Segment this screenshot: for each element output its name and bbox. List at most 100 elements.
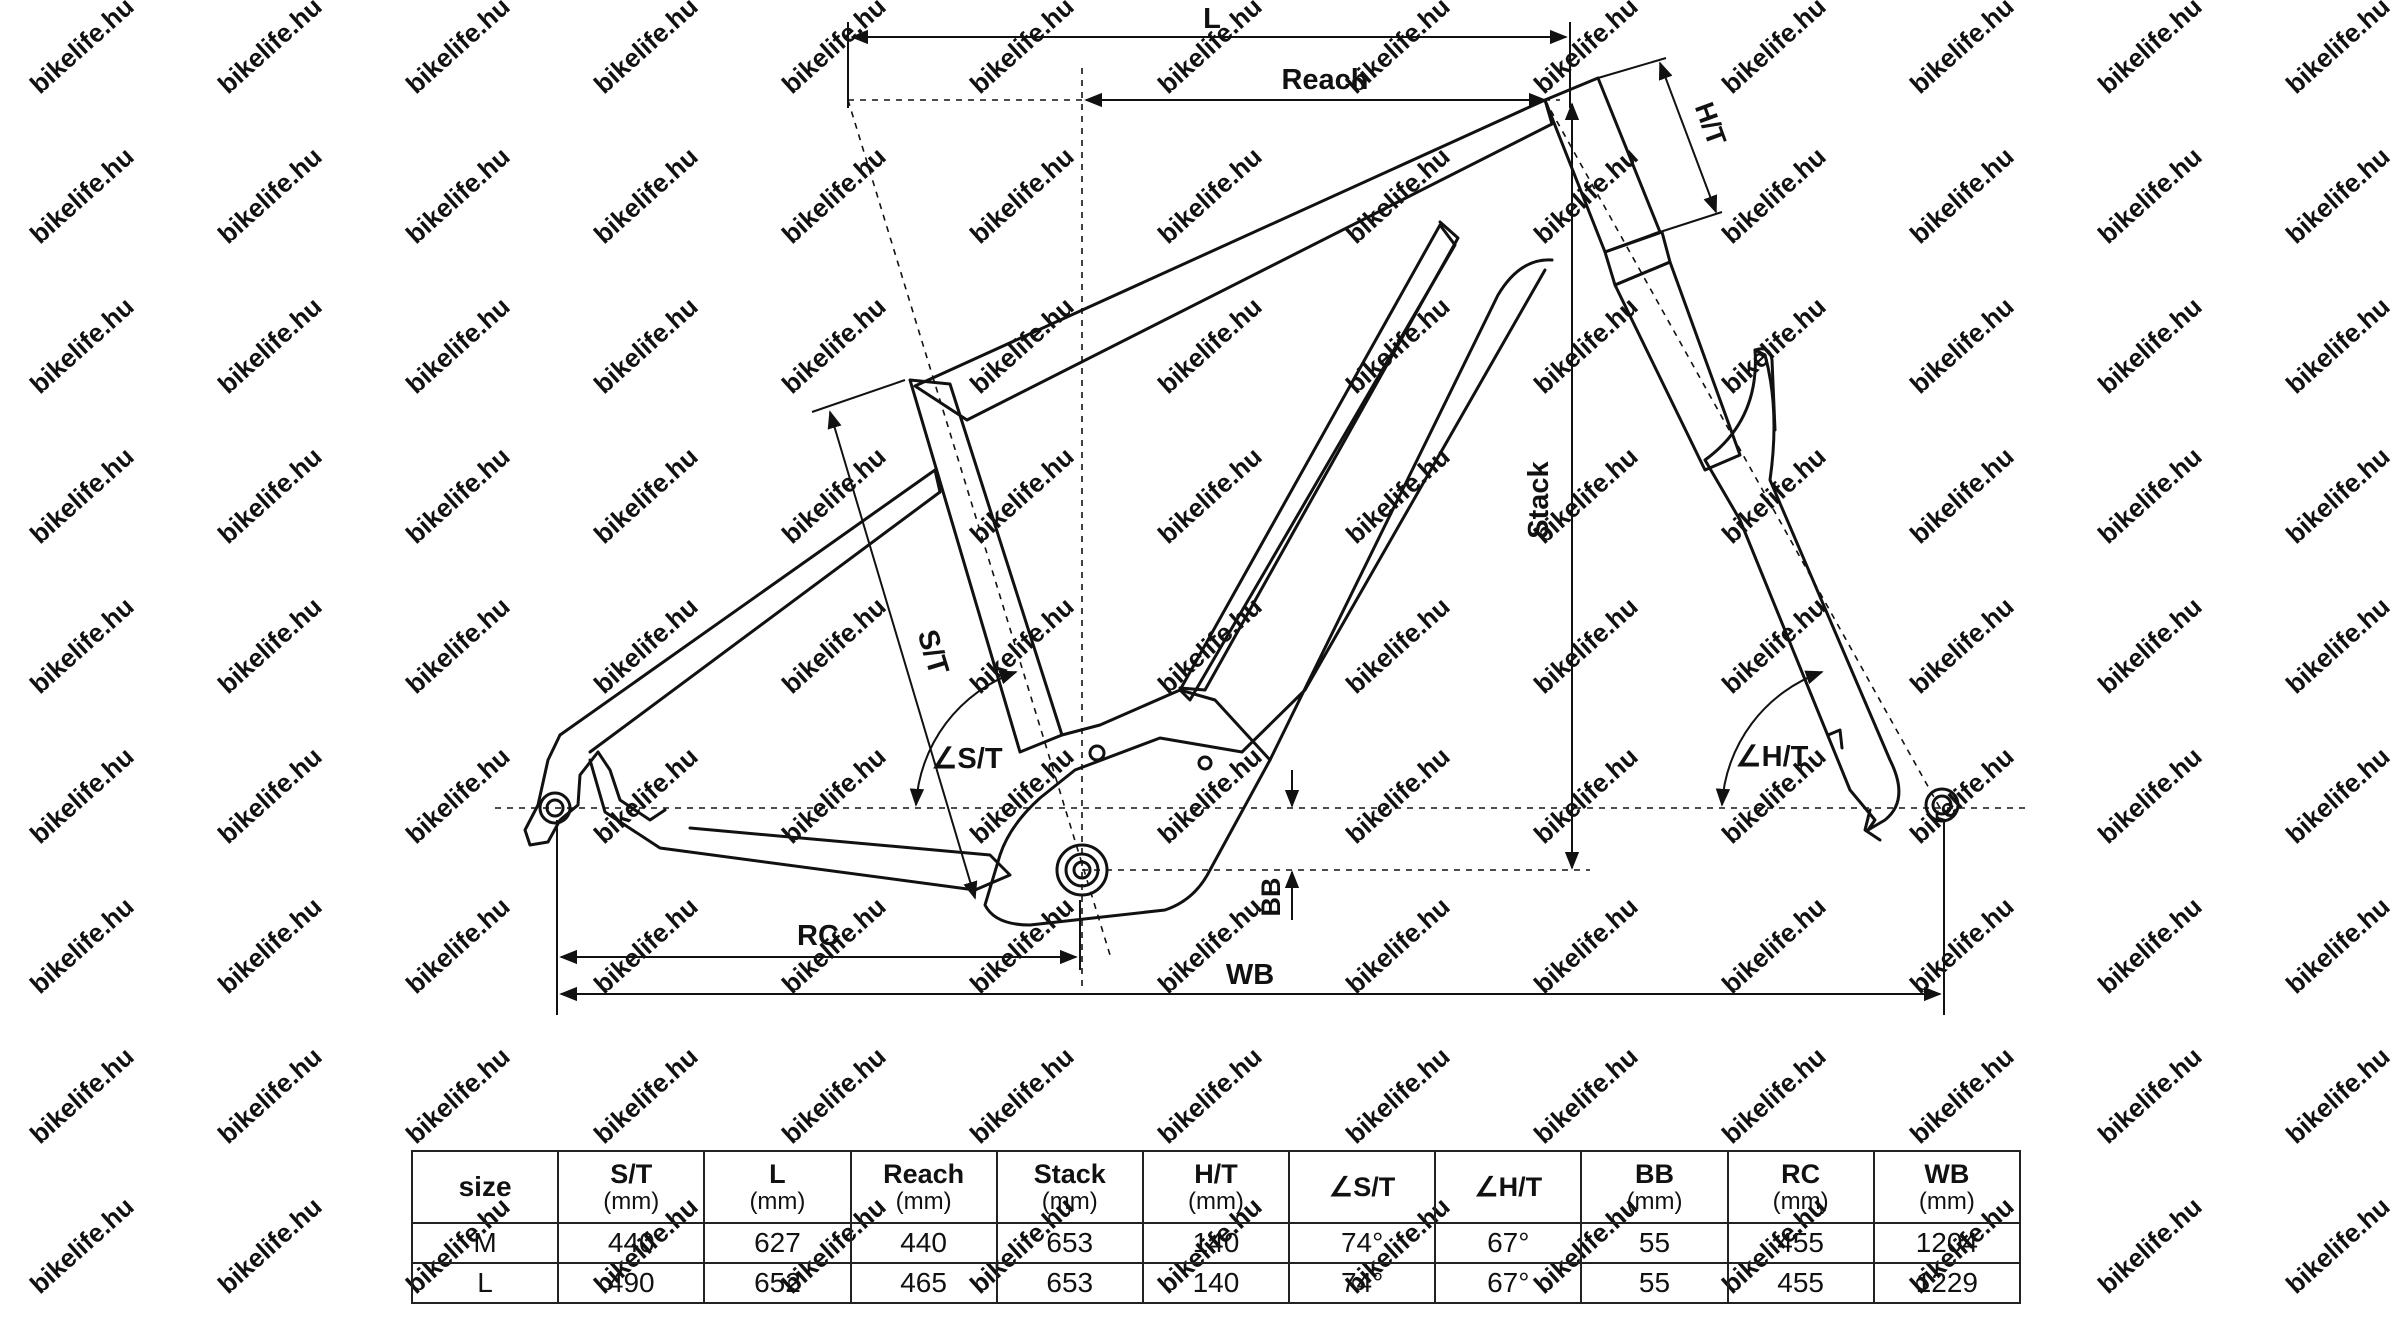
table-cell: 455 — [1726, 1262, 1875, 1304]
watermark-text: bikelife.hu — [1904, 741, 2020, 849]
watermark-text: bikelife.hu — [776, 1041, 892, 1149]
column-header: RC(mm) — [1726, 1150, 1875, 1224]
watermark-text: bikelife.hu — [24, 1191, 140, 1299]
watermark-text: bikelife.hu — [1904, 291, 2020, 399]
watermark-text: bikelife.hu — [24, 441, 140, 549]
watermark-text: bikelife.hu — [1340, 741, 1456, 849]
table-cell: 653 — [995, 1222, 1144, 1264]
watermark-text: bikelife.hu — [1340, 891, 1456, 999]
battery-cover — [1178, 223, 1457, 702]
watermark-text: bikelife.hu — [400, 1041, 516, 1149]
label-wb: WB — [1226, 959, 1274, 991]
watermark-text: bikelife.hu — [964, 441, 1080, 549]
watermark-text: bikelife.hu — [24, 1041, 140, 1149]
watermark-text: bikelife.hu — [2280, 891, 2396, 999]
column-header: Reach(mm) — [849, 1150, 998, 1224]
column-header-label: H/T — [1194, 1159, 1238, 1190]
watermark-text: bikelife.hu — [24, 141, 140, 249]
column-header-unit: (mm) — [749, 1187, 806, 1215]
watermark-text: bikelife.hu — [2280, 1191, 2396, 1299]
column-header-unit: (mm) — [1187, 1187, 1244, 1215]
watermark-text: bikelife.hu — [24, 0, 140, 99]
watermark-text: bikelife.hu — [588, 291, 704, 399]
watermark-text: bikelife.hu — [1716, 141, 1832, 249]
down-tube-inner — [1178, 220, 1460, 692]
watermark-text: bikelife.hu — [212, 1191, 328, 1299]
watermark-text: bikelife.hu — [964, 1041, 1080, 1149]
watermark-text: bikelife.hu — [776, 0, 892, 99]
watermark-text: bikelife.hu — [588, 741, 704, 849]
label-ht-angle: ∠H/T — [1736, 741, 1809, 773]
table-cell: 627 — [703, 1222, 852, 1264]
watermark-text: bikelife.hu — [776, 141, 892, 249]
column-header: Stack(mm) — [995, 1150, 1144, 1224]
watermark-text: bikelife.hu — [2280, 291, 2396, 399]
column-header-label: Stack — [1033, 1159, 1106, 1190]
watermark-text: bikelife.hu — [2092, 1041, 2208, 1149]
watermark-text: bikelife.hu — [400, 141, 516, 249]
column-header-unit: (mm) — [895, 1187, 952, 1215]
column-header: BB(mm) — [1580, 1150, 1729, 1224]
watermark-text: bikelife.hu — [1152, 1041, 1268, 1149]
watermark-text: bikelife.hu — [1528, 591, 1644, 699]
column-header: H/T(mm) — [1141, 1150, 1291, 1224]
watermark-text: bikelife.hu — [964, 291, 1080, 399]
label-rc: RC — [797, 920, 839, 952]
table-cell: 140 — [1141, 1262, 1291, 1304]
table-cell: 1204 — [1872, 1222, 2022, 1264]
watermark-text: bikelife.hu — [2092, 291, 2208, 399]
watermark-text: bikelife.hu — [964, 891, 1080, 999]
watermark-text: bikelife.hu — [212, 0, 328, 99]
watermark-text: bikelife.hu — [964, 0, 1080, 99]
watermark-text: bikelife.hu — [2092, 591, 2208, 699]
motor-housing — [1060, 688, 1272, 762]
watermark-text: bikelife.hu — [1716, 591, 1832, 699]
watermark-text: bikelife.hu — [212, 141, 328, 249]
watermark-text: bikelife.hu — [212, 441, 328, 549]
table-cell: 652 — [703, 1262, 852, 1304]
label-ht: H/T — [1689, 98, 1732, 150]
watermark-text: bikelife.hu — [1528, 1041, 1644, 1149]
table-cell: 465 — [849, 1262, 998, 1304]
column-header-label: WB — [1924, 1159, 1970, 1190]
table-cell: 67° — [1434, 1262, 1583, 1304]
label-stack: Stack — [1523, 460, 1555, 538]
watermark-text: bikelife.hu — [588, 891, 704, 999]
column-header-unit: (mm) — [1918, 1187, 1975, 1215]
label-st: S/T — [911, 626, 955, 679]
watermark-text: bikelife.hu — [1904, 591, 2020, 699]
table-cell: 55 — [1580, 1262, 1729, 1304]
watermark-text: bikelife.hu — [776, 441, 892, 549]
watermark-text: bikelife.hu — [588, 0, 704, 99]
watermark-text: bikelife.hu — [2280, 441, 2396, 549]
watermark-text: bikelife.hu — [212, 1041, 328, 1149]
table-cell: L — [410, 1262, 560, 1304]
table-cell: 74° — [1288, 1222, 1437, 1264]
column-header-unit: (mm) — [1772, 1187, 1829, 1215]
watermark-text: bikelife.hu — [24, 891, 140, 999]
watermark-text: bikelife.hu — [400, 0, 516, 99]
dimension-lines — [556, 22, 1945, 1015]
watermark-text: bikelife.hu — [588, 1041, 704, 1149]
watermark-text: bikelife.hu — [1152, 291, 1268, 399]
table-cell: 67° — [1434, 1222, 1583, 1264]
watermark-text: bikelife.hu — [400, 291, 516, 399]
fork-stanchion — [1613, 260, 1742, 472]
watermark-text: bikelife.hu — [2092, 1191, 2208, 1299]
watermark-text: bikelife.hu — [400, 441, 516, 549]
watermark-text: bikelife.hu — [2092, 741, 2208, 849]
column-header: ∠S/T — [1288, 1150, 1437, 1224]
watermark-text: bikelife.hu — [1716, 1041, 1832, 1149]
watermark-text: bikelife.hu — [776, 741, 892, 849]
watermark-text: bikelife.hu — [588, 441, 704, 549]
column-header: size — [410, 1150, 560, 1224]
watermark-text: bikelife.hu — [2092, 441, 2208, 549]
label-bb: BB — [1256, 878, 1286, 917]
watermark-text: bikelife.hu — [400, 591, 516, 699]
table-cell: 490 — [557, 1262, 706, 1304]
watermark-text: bikelife.hu — [400, 891, 516, 999]
